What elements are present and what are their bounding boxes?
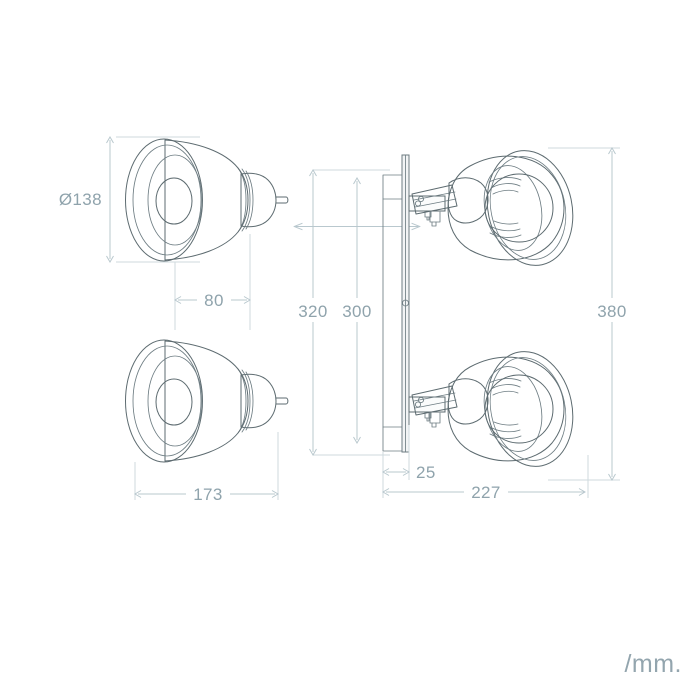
- side-view-bottom-bracket: [408, 396, 446, 422]
- dimension-label-227: 227: [471, 483, 501, 502]
- perspective-view-group: 25 227 380: [382, 147, 630, 502]
- front-view-group: Ø138 80 173: [59, 136, 420, 504]
- side-view-plate-outline: [382, 174, 403, 452]
- dimension-173: 173: [134, 432, 279, 504]
- dimension-label-25: 25: [416, 463, 436, 482]
- dimension-label-320: 320: [298, 302, 328, 321]
- dimension-label-diameter: Ø138: [59, 190, 102, 209]
- dimension-label-173: 173: [193, 485, 223, 504]
- perspective-top-lamp-head: [411, 150, 574, 266]
- dimension-label-380: 380: [597, 302, 627, 321]
- dimension-25: 25: [382, 425, 436, 498]
- front-view-top-lamp: [125, 138, 289, 262]
- dimension-diameter-138: Ø138: [59, 136, 420, 263]
- front-view-bottom-lamp: [125, 339, 289, 463]
- dimension-label-300: 300: [342, 302, 372, 321]
- dimension-label-80: 80: [204, 291, 224, 310]
- unit-label: /mm.: [624, 650, 682, 678]
- side-view-group: 320 300: [296, 154, 446, 456]
- dimension-380: 380: [548, 147, 630, 481]
- perspective-bottom-lamp-head: [411, 351, 574, 467]
- dimension-300: 300: [340, 177, 376, 444]
- dimension-227: 227: [382, 455, 589, 502]
- dimension-320: 320: [296, 169, 390, 456]
- dimension-80: 80: [174, 234, 251, 330]
- side-view-top-bracket: [408, 195, 446, 221]
- side-view-center-hole: [402, 299, 409, 307]
